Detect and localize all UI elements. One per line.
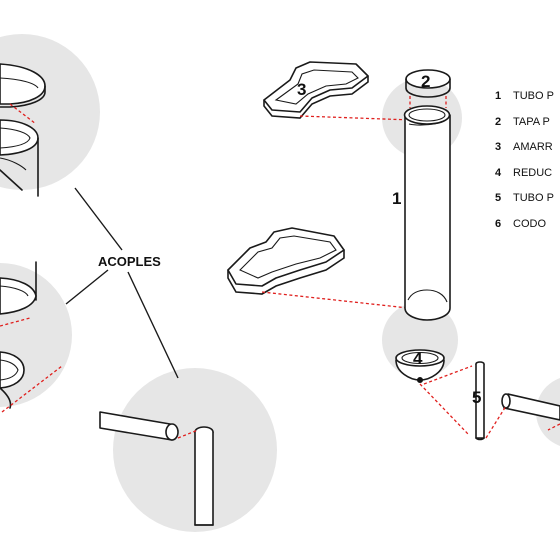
part-2-cap (405, 69, 451, 98)
part-number-2: 2 (421, 72, 430, 91)
zoom-reducer-detail (0, 261, 37, 409)
zoom-cap-detail (0, 63, 46, 197)
part-3-bracket-bottom (227, 227, 345, 295)
zoom-elbow-detail (99, 411, 214, 526)
part-number-3: 3 (297, 80, 306, 99)
part-number-5: 5 (472, 388, 481, 407)
part-1-pipe (403, 105, 451, 321)
reducer-outlet (417, 377, 423, 383)
acoples-leaders (65, 187, 179, 379)
part-number-1: 1 (392, 189, 401, 208)
part-number-4: 4 (413, 349, 423, 368)
part-4-reducer (395, 349, 445, 383)
part-5-small-pipe (475, 361, 485, 441)
acoples-label: ACOPLES (98, 254, 161, 269)
zoom-circle-top-left (0, 34, 100, 190)
part-6-elbow (501, 393, 560, 421)
part-3-bracket-top (263, 61, 369, 119)
